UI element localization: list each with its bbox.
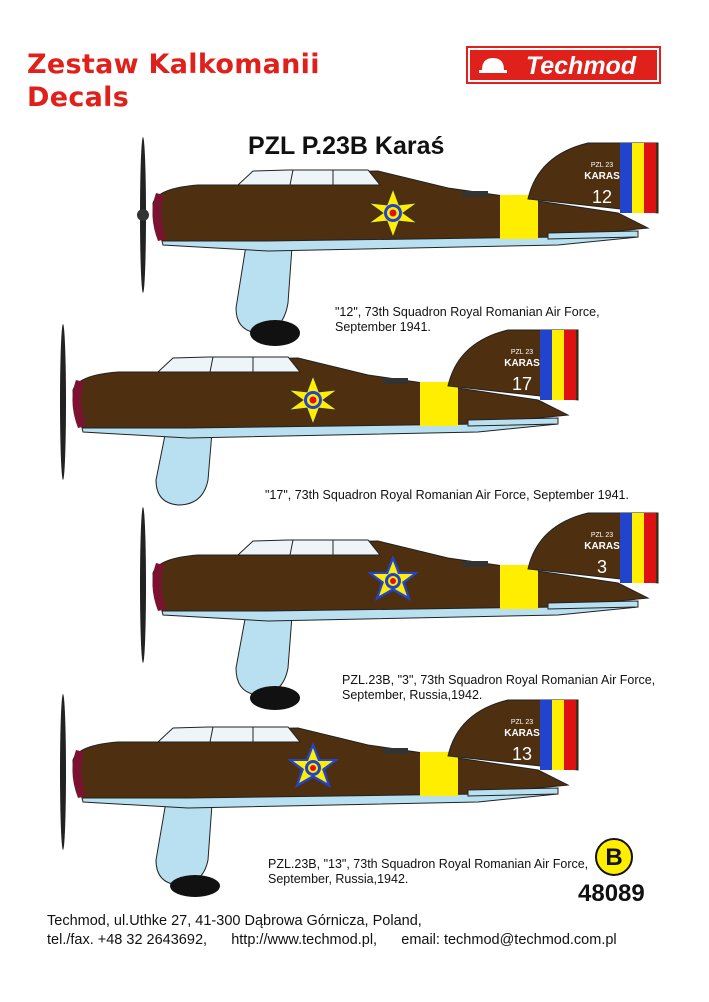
catalog-number: 48089 xyxy=(578,880,645,907)
canopy xyxy=(236,539,382,556)
tail-text: PZL 23 xyxy=(511,349,533,356)
aircraft-profile-1: PZL 23 KARAS 12 xyxy=(137,137,659,346)
logo-text: Techmod xyxy=(526,52,637,80)
tail-name: KARAS xyxy=(584,171,620,182)
recognition-band xyxy=(420,752,458,796)
footer-phone: tel./fax. +48 32 2643692, xyxy=(47,932,208,948)
tail-number: 13 xyxy=(512,744,532,764)
tail-name: KARAS xyxy=(504,358,540,369)
tail-number: 17 xyxy=(512,374,532,394)
footer-email-link[interactable]: email: techmod@techmod.com.pl xyxy=(401,932,617,948)
canopy xyxy=(156,726,302,743)
tail-text: PZL 23 xyxy=(511,719,533,726)
caption-aircraft-4: PZL.23B, "13", 73th Squadron Royal Roman… xyxy=(268,857,589,886)
caption-aircraft-1: "12", 73th Squadron Royal Romanian Air F… xyxy=(335,305,600,334)
title-polish: Zestaw Kalkomanii xyxy=(27,49,320,80)
propeller xyxy=(60,694,66,850)
wheel xyxy=(250,320,300,346)
footer-address: Techmod, ul.Uthke 27, 41-300 Dąbrowa Gór… xyxy=(47,913,422,929)
tail-number: 12 xyxy=(592,187,612,207)
tail-name: KARAS xyxy=(504,728,540,739)
tail-number: 3 xyxy=(597,557,607,577)
propeller xyxy=(60,324,66,480)
footer-website-link[interactable]: http://www.techmod.pl, xyxy=(231,932,378,948)
footer-contact-line: tel./fax. +48 32 2643692, http://www.tec… xyxy=(47,931,617,950)
wheel xyxy=(170,875,220,897)
caption-aircraft-3: PZL.23B, "3", 73th Squadron Royal Romani… xyxy=(342,673,656,702)
techmod-logo: Techmod xyxy=(466,46,661,84)
caption-aircraft-2: "17", 73th Squadron Royal Romanian Air F… xyxy=(265,488,629,502)
aircraft-type-title: PZL P.23B Karaś xyxy=(248,132,445,160)
propeller xyxy=(140,507,146,663)
canopy xyxy=(156,356,302,373)
footer-contact: Techmod, ul.Uthke 27, 41-300 Dąbrowa Gór… xyxy=(47,912,617,950)
tail-text: PZL 23 xyxy=(591,532,613,539)
recognition-band xyxy=(500,565,538,609)
tail-name: KARAS xyxy=(584,541,620,552)
wheel xyxy=(250,686,300,710)
tail-text: PZL 23 xyxy=(591,162,613,169)
aircraft-profile-4: PZL 23 KARAS 13 xyxy=(60,694,579,897)
canopy xyxy=(236,169,382,186)
title-english: Decals xyxy=(27,82,130,113)
undercarriage-fairing xyxy=(155,419,214,506)
recognition-band xyxy=(420,382,458,426)
recognition-band xyxy=(500,195,538,239)
aircraft-profile-2: PZL 23 KARAS 17 xyxy=(60,324,579,506)
aircraft-profile-3: PZL 23 KARAS 3 xyxy=(140,507,659,710)
skill-level-badge: B xyxy=(595,838,633,876)
logo-dome-icon xyxy=(482,58,504,70)
